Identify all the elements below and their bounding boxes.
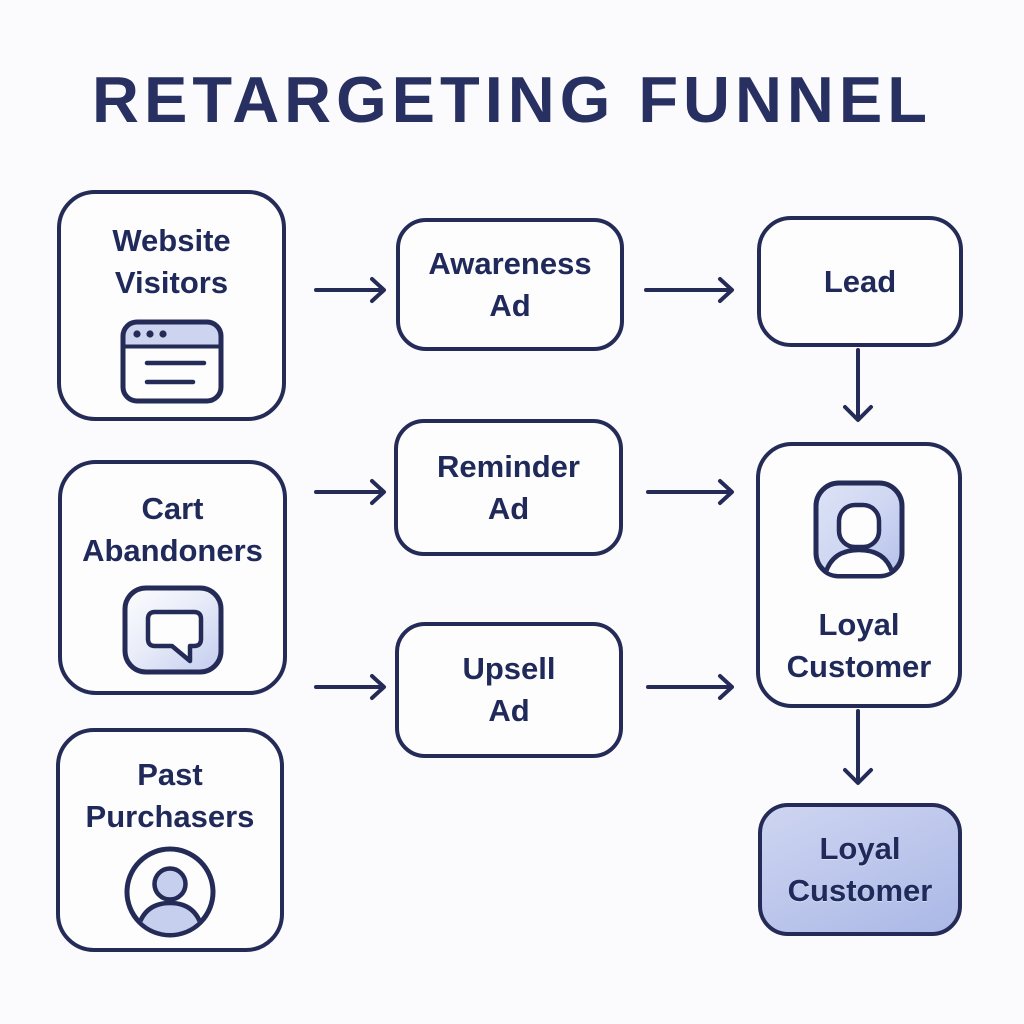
person-badge-icon xyxy=(813,480,905,579)
node-upsell-ad: Upsell Ad xyxy=(395,622,623,758)
node-website-visitors: Website Visitors xyxy=(57,190,286,421)
arrow-lead-to-loyal xyxy=(843,348,873,422)
arrow-reminder-to-loyal xyxy=(646,479,734,505)
loyal-customer-label: Loyal Customer xyxy=(786,607,932,684)
node-cart-abandoners: Cart Abandoners xyxy=(58,460,287,695)
lead-label: Lead xyxy=(823,263,897,299)
cart-abandoners-label: Cart Abandoners xyxy=(82,491,263,568)
arrow-loyal-to-final xyxy=(843,709,873,785)
arrow-website-to-awareness xyxy=(314,277,386,303)
person-circle-icon xyxy=(124,846,216,938)
awareness-ad-label: Awareness Ad xyxy=(428,245,592,323)
node-reminder-ad: Reminder Ad xyxy=(394,419,623,556)
node-lead: Lead xyxy=(757,216,963,347)
upsell-ad-label: Upsell Ad xyxy=(462,651,556,728)
arrow-past-to-upsell xyxy=(314,674,386,700)
arrow-awareness-to-lead xyxy=(644,277,734,303)
node-loyal-customer: Loyal Customer xyxy=(756,442,962,708)
arrow-cart-to-reminder xyxy=(314,479,386,505)
reminder-ad-label: Reminder Ad xyxy=(437,448,580,526)
arrow-upsell-to-loyal xyxy=(646,674,734,700)
chat-bubble-icon xyxy=(122,585,224,675)
loyal-customer-final-label: Loyal Customer xyxy=(787,830,933,908)
node-awareness-ad: Awareness Ad xyxy=(396,218,624,351)
past-purchasers-label: Past Purchasers xyxy=(85,757,255,834)
node-loyal-customer-final: Loyal Customer xyxy=(758,803,962,936)
node-past-purchasers: Past Purchasers xyxy=(56,728,284,952)
browser-window-icon xyxy=(120,319,224,404)
website-visitors-label: Website Visitors xyxy=(112,223,231,300)
page-title: RETARGETING FUNNEL xyxy=(92,63,932,136)
